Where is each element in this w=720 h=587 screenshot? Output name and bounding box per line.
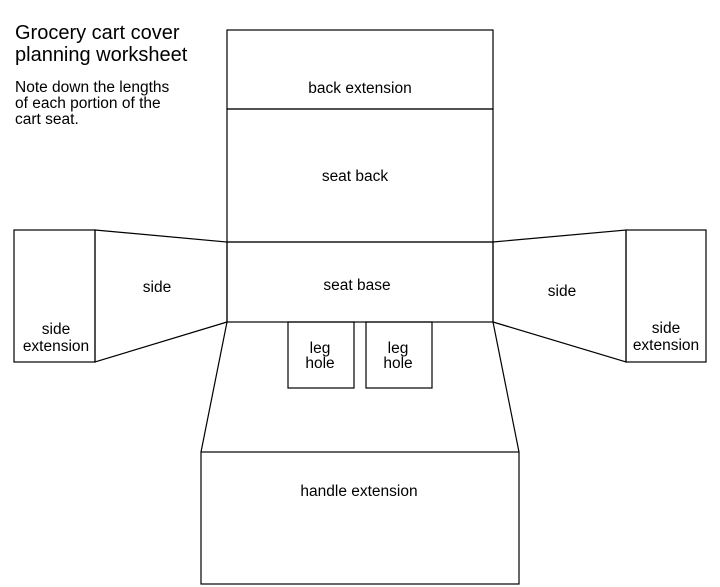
leg-hole-left-label-line1: leg — [310, 340, 331, 357]
leg-hole-left-label-line2: hole — [305, 355, 334, 372]
back-extension-label: back extension — [308, 80, 411, 97]
leg-hole-right-label-line2: hole — [383, 355, 412, 372]
title-line-1: Grocery cart cover — [15, 22, 180, 44]
handle-extension-label: handle extension — [300, 483, 417, 500]
seat-base-label: seat base — [323, 277, 390, 294]
side-extension-left-label-line1: side — [42, 321, 70, 338]
seat-back-label: seat back — [322, 168, 389, 185]
side-extension-right-panel — [625, 229, 707, 363]
side-extension-right-label-line2: extension — [633, 337, 699, 354]
worksheet-header: Grocery cart cover planning worksheet No… — [15, 22, 215, 128]
note-line-3: cart seat. — [15, 111, 79, 128]
back-extension-panel — [226, 29, 494, 110]
side-left-label: side — [143, 279, 171, 296]
note-line-1: Note down the lengths — [15, 79, 170, 96]
leg-hole-right — [365, 321, 433, 389]
handle-extension-panel — [200, 451, 520, 585]
title-line-2: planning worksheet — [15, 44, 188, 66]
note-line-2: of each portion of the — [15, 95, 161, 112]
side-extension-left-label-line2: extension — [23, 338, 89, 355]
side-left-panel — [94, 229, 228, 363]
side-extension-left-panel — [13, 229, 96, 363]
leg-hole-right-label-line1: leg — [388, 340, 409, 357]
handle-connector-left — [200, 321, 228, 453]
side-extension-right-label-line1: side — [652, 320, 680, 337]
instruction-note: Note down the lengths of each portion of… — [15, 80, 205, 128]
worksheet-title: Grocery cart cover planning worksheet — [15, 22, 215, 66]
handle-connector-right — [492, 321, 520, 453]
leg-hole-left — [287, 321, 355, 389]
side-right-label: side — [548, 283, 576, 300]
